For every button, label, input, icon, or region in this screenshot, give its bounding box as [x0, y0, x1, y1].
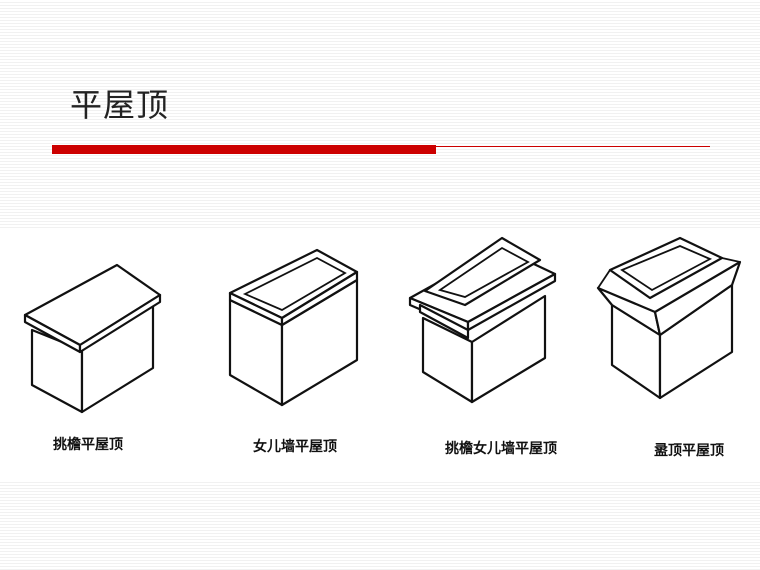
caption-eave-parapet-roof: 挑檐女儿墙平屋顶 [445, 441, 557, 457]
figure-lu-roof [596, 236, 742, 400]
title-underline-thin [436, 146, 710, 147]
caption-lu-roof: 盝顶平屋顶 [654, 443, 724, 459]
figure-eave-parapet-roof [408, 236, 557, 404]
caption-eave-roof: 挑檐平屋顶 [53, 437, 123, 453]
caption-parapet-roof: 女儿墙平屋顶 [253, 439, 337, 455]
slide-title: 平屋顶 [70, 86, 170, 124]
figure-eave-roof [23, 263, 162, 414]
figure-parapet-roof [228, 248, 359, 407]
title-underline-thick [52, 145, 436, 154]
